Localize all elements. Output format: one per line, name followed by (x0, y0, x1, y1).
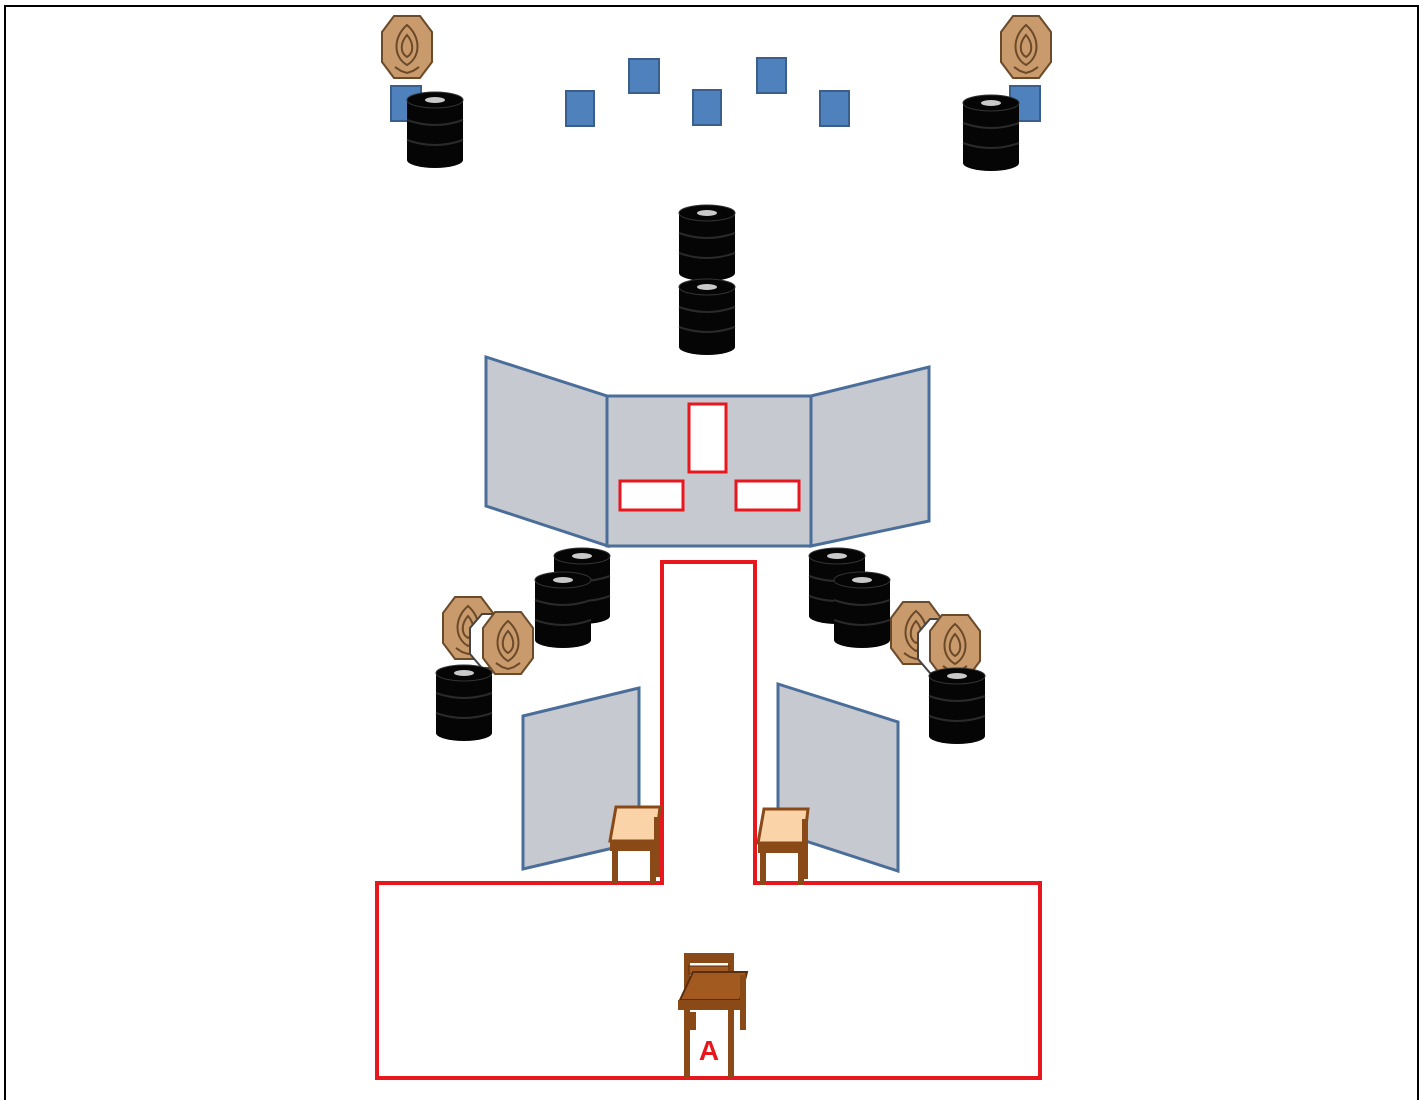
square-steel-icon (628, 58, 660, 94)
square-steel-icon (565, 90, 595, 127)
barrel-stack-icon (928, 667, 986, 745)
right-target-cluster (890, 601, 986, 745)
barrel-stack-icon (534, 571, 592, 649)
chair-icon (678, 953, 749, 1078)
table-icon (756, 807, 810, 887)
square-steel-icon (756, 57, 787, 94)
barrel-stack-icon (833, 571, 891, 649)
barrel-stack-icon (678, 204, 736, 282)
vision-barrier-icon (484, 354, 931, 549)
window-opening (734, 479, 801, 512)
start-position-label: A (699, 1035, 719, 1066)
octagon-target-icon (1000, 15, 1052, 79)
octagon-target-icon (482, 611, 534, 675)
window-opening (618, 479, 685, 512)
table-icon (608, 805, 662, 885)
barrel-stack-icon (406, 91, 464, 169)
left-target-cluster (435, 596, 534, 742)
window-opening (687, 402, 728, 474)
barrel-stack-icon (435, 664, 493, 742)
shooting-area-fault-line (375, 560, 1042, 1080)
octagon-target-icon (381, 15, 433, 79)
diagram-frame (4, 5, 1419, 1100)
square-steel-icon (819, 90, 850, 127)
barrel-stack-icon (678, 278, 736, 356)
square-steel-icon (692, 89, 722, 126)
barrel-stack-icon (962, 94, 1020, 172)
steel-targets (390, 57, 1041, 127)
